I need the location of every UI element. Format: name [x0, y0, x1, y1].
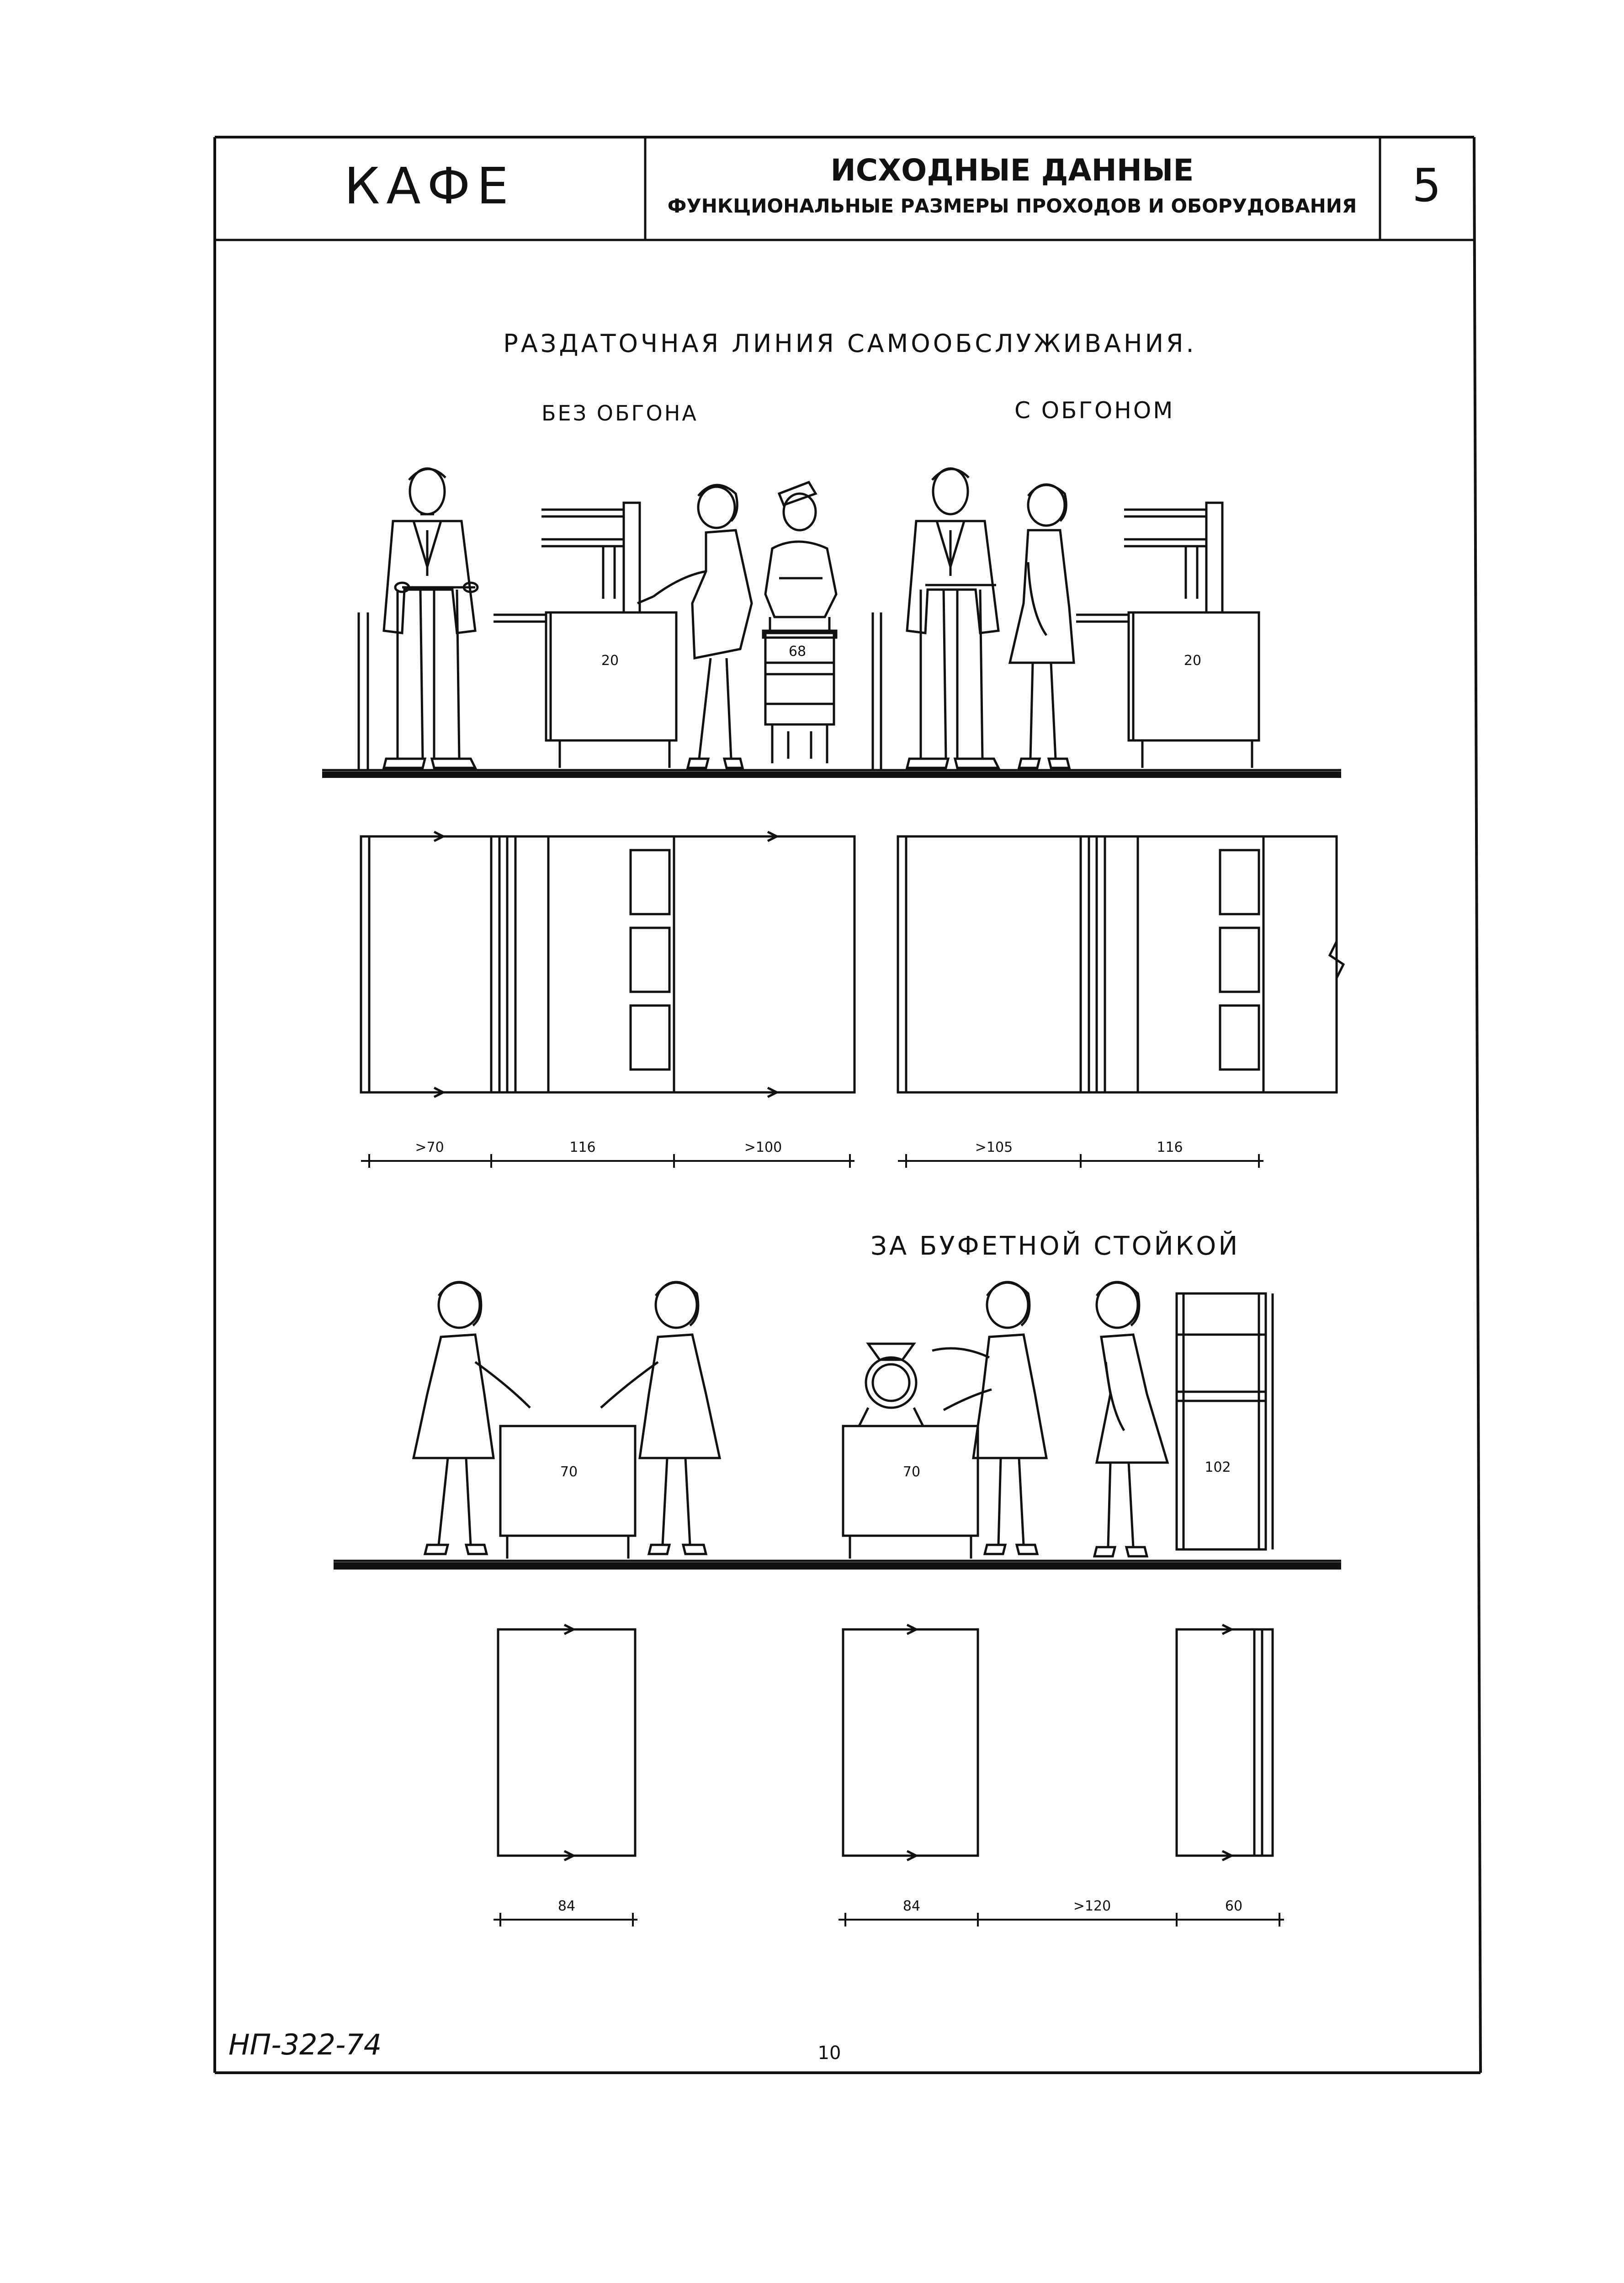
customer-figure	[382, 467, 479, 769]
dim-left-3: >100	[744, 1139, 782, 1155]
dim-left-2: 116	[569, 1139, 595, 1155]
sheet-number: 5	[1412, 159, 1441, 212]
counter-height-label-4: 70	[903, 1464, 920, 1480]
cafe-title: КАФЕ	[344, 157, 515, 215]
barmaid-figure-1	[412, 1281, 531, 1555]
plan-behind-counter	[497, 1623, 1274, 1862]
cart-height-label: 68	[789, 644, 806, 660]
elevation-behind-counter	[334, 1281, 1341, 1570]
dim-right-1: >105	[975, 1139, 1013, 1155]
counter-height-label-2: 20	[1184, 653, 1201, 669]
dimension-line-with-overtaking	[898, 1154, 1263, 1168]
no-overtaking-caption: БЕЗ ОБГОНА	[541, 401, 698, 426]
dim-right-2: 116	[1157, 1139, 1183, 1155]
dimension-line-no-overtaking	[361, 1154, 854, 1168]
counter-height-label: 20	[601, 653, 619, 669]
dim-cabinet: 60	[1225, 1898, 1242, 1914]
section2-heading: ЗА БУФЕТНОЙ СТОЙКОЙ	[870, 1231, 1240, 1261]
plan-no-overtaking	[360, 830, 856, 1098]
barmaid-figure-2	[600, 1281, 722, 1555]
counter-height-label-3: 70	[560, 1464, 578, 1480]
section1-heading: РАЗДАТОЧНАЯ ЛИНИЯ САМООБСЛУЖИВАНИЯ.	[503, 329, 1196, 358]
document-code: НП-322-74	[228, 2028, 382, 2061]
dim-aisle: >120	[1073, 1898, 1111, 1914]
barmaid-figure-3	[932, 1281, 1048, 1555]
worker-figure	[764, 480, 838, 759]
sheet-subtitle: ФУНКЦИОНАЛЬНЫЕ РАЗМЕРЫ ПРОХОДОВ И ОБОРУД…	[668, 195, 1357, 217]
server-figure	[637, 484, 753, 769]
dim-left-1: >70	[415, 1139, 444, 1155]
elevation-with-overtaking	[866, 467, 1341, 778]
with-overtaking-caption: С ОБГОНОМ	[1014, 397, 1174, 424]
sheet-frame	[213, 136, 1482, 2074]
plan-with-overtaking	[897, 835, 1345, 1094]
cabinet-height-label: 102	[1205, 1459, 1231, 1475]
dim-counter-2: 84	[903, 1898, 920, 1914]
sheet-title: ИСХОДНЫЕ ДАННЫЕ	[831, 153, 1194, 188]
customer-figure-2	[905, 467, 1001, 769]
customer-woman-figure	[1008, 483, 1075, 769]
dimension-line-behind-counter-2	[839, 1913, 1284, 1926]
food-cart	[762, 617, 838, 763]
coffee-machine	[858, 1342, 924, 1427]
page-number: 10	[818, 2043, 841, 2064]
dim-counter-1: 84	[558, 1898, 575, 1914]
dimension-line-behind-counter-1	[494, 1913, 637, 1926]
barmaid-figure-4	[1093, 1281, 1169, 1558]
storage-cabinet	[1175, 1292, 1274, 1551]
elevation-no-overtaking	[322, 467, 868, 778]
